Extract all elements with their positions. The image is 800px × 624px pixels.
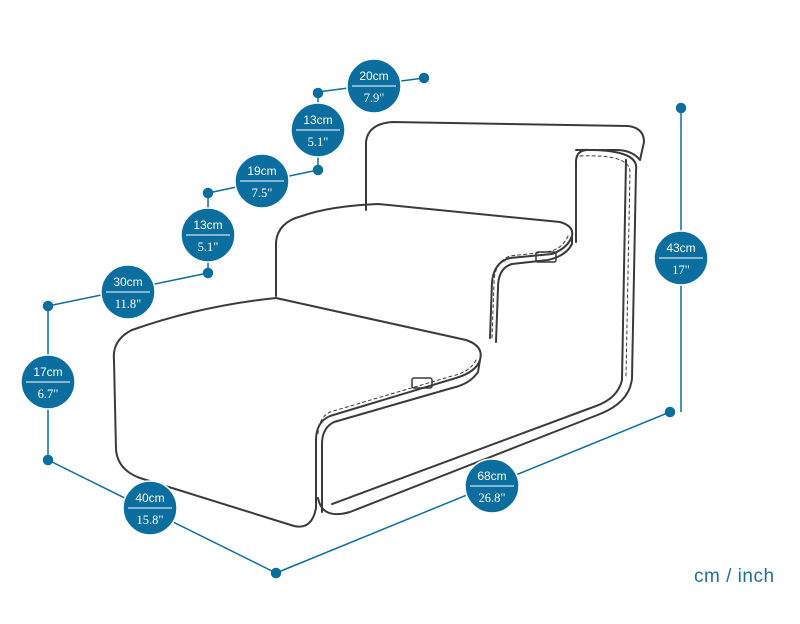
- pet-stairs-illustration: [112, 121, 645, 528]
- length-end-dot: [664, 406, 676, 418]
- badge-height-cm: 43cm: [666, 241, 695, 255]
- badge-top-depth: 20cm 7.9": [346, 58, 402, 114]
- badge-top-riser: 13cm 5.1": [290, 102, 346, 158]
- badge-middle-riser: 13cm 5.1": [180, 207, 236, 263]
- handle-bottom: [411, 377, 433, 389]
- dimension-lines: [42, 72, 687, 579]
- badge-middle-depth-inch: 7.5": [252, 186, 273, 200]
- middle-step-outline: [275, 203, 574, 339]
- badge-width-cm: 40cm: [135, 491, 164, 505]
- top-step-outline: [365, 121, 645, 243]
- badge-middle-depth-cm: 19cm: [247, 164, 276, 178]
- badge-height-inch: 17": [672, 263, 690, 277]
- badge-length-inch: 26.8": [479, 491, 506, 505]
- units-label: cm / inch: [694, 566, 775, 587]
- badge-middle-riser-inch: 5.1": [198, 240, 219, 254]
- badge-length: 68cm 26.8": [464, 458, 520, 514]
- middle-step-side: [495, 235, 573, 343]
- badge-height: 43cm 17": [653, 230, 709, 286]
- badge-top-riser-cm: 13cm: [303, 113, 332, 127]
- badge-bottom-riser-inch: 6.7": [38, 387, 59, 401]
- badge-bottom-riser: 17cm 6.7": [20, 354, 76, 410]
- badge-top-depth-inch: 7.9": [364, 91, 385, 105]
- stitching-bottom: [317, 359, 477, 437]
- badge-top-riser-inch: 5.1": [308, 135, 329, 149]
- badge-bottom-riser-cm: 17cm: [33, 365, 62, 379]
- badge-middle-riser-cm: 13cm: [193, 218, 222, 232]
- top-depth-end-dot: [418, 72, 430, 84]
- bottom-step-side: [321, 359, 481, 513]
- badge-bottom-depth-inch: 11.8": [115, 297, 142, 311]
- bottom-step-outline: [112, 297, 482, 528]
- stitching-top: [579, 155, 631, 377]
- badge-length-cm: 68cm: [477, 469, 506, 483]
- rear-frame: [331, 159, 627, 505]
- badge-width-inch: 15.8": [137, 513, 164, 527]
- badge-top-depth-cm: 20cm: [359, 69, 388, 83]
- stitching-middle: [491, 235, 569, 339]
- badge-width: 40cm 15.8": [122, 480, 178, 536]
- dimension-badges: 20cm 7.9" 13cm 5.1" 19cm 7.5" 13cm 5.1" …: [20, 58, 709, 536]
- badge-bottom-depth: 30cm 11.8": [100, 264, 156, 320]
- height-start-dot: [675, 102, 687, 114]
- handle-middle: [535, 251, 557, 263]
- badge-middle-depth: 19cm 7.5": [234, 153, 290, 209]
- badge-bottom-depth-cm: 30cm: [113, 275, 142, 289]
- top-step-cushion-edge: [317, 148, 638, 516]
